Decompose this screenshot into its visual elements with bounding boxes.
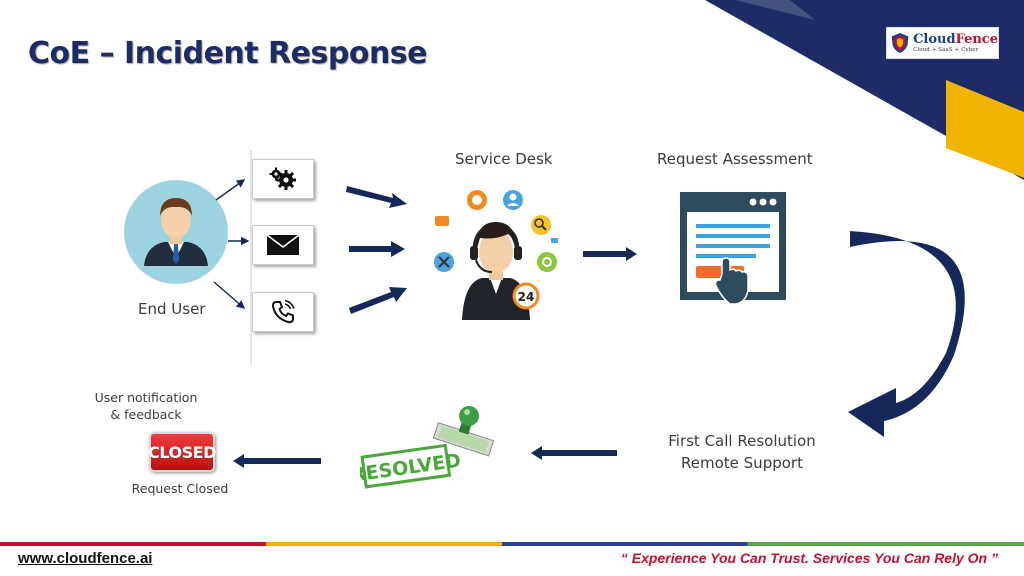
logo-tagline: Cloud + SaaS + Cyber	[913, 46, 979, 53]
support-24-badge: 24	[518, 290, 535, 304]
footer-website-link[interactable]: www.cloudfence.ai	[18, 550, 153, 567]
footer-color-strip	[0, 542, 1024, 546]
service-desk-arrows	[346, 186, 407, 314]
phone-channel-box	[252, 292, 314, 332]
request-assessment-label: Request Assessment	[657, 150, 813, 168]
gear-icon	[537, 252, 557, 272]
remote-support-label: Remote Support	[681, 454, 803, 472]
settings-channel-box	[252, 159, 314, 199]
chat-icon	[435, 216, 449, 226]
gears-icon	[269, 167, 296, 190]
arrow-to-assessment	[583, 247, 637, 261]
shield-icon	[891, 32, 909, 54]
search-icon	[531, 215, 551, 235]
footer-tagline: “ Experience You Can Trust. Services You…	[620, 550, 998, 566]
page-title: CoE – Incident Response	[28, 36, 428, 71]
envelope-icon	[266, 234, 300, 255]
cloudfence-logo: CloudFence Cloud + SaaS + Cyber	[886, 27, 999, 59]
curved-arrow	[848, 231, 965, 437]
closed-badge: CLOSED	[148, 432, 216, 472]
email-channel-box	[252, 225, 314, 265]
browser-form-icon	[680, 192, 786, 305]
request-closed-label: Request Closed	[131, 481, 229, 496]
logo-name: CloudFence	[913, 31, 998, 47]
phone-icon	[271, 299, 295, 324]
service-desk-label: Service Desk	[455, 150, 553, 168]
service-desk-agent: 24	[434, 190, 558, 320]
resolved-stamp: RESOLVED	[360, 405, 495, 489]
end-user-avatar	[124, 180, 228, 284]
arrow-to-resolved	[531, 446, 617, 460]
divider-line	[250, 150, 252, 365]
first-call-resolution-label: First Call Resolution Remote Support	[656, 432, 828, 472]
arrow-to-closed	[233, 454, 321, 468]
end-user-label: End User	[138, 300, 206, 318]
user-channel-arrows	[213, 179, 250, 309]
user-notification-label: User notification & feedback	[94, 390, 198, 422]
